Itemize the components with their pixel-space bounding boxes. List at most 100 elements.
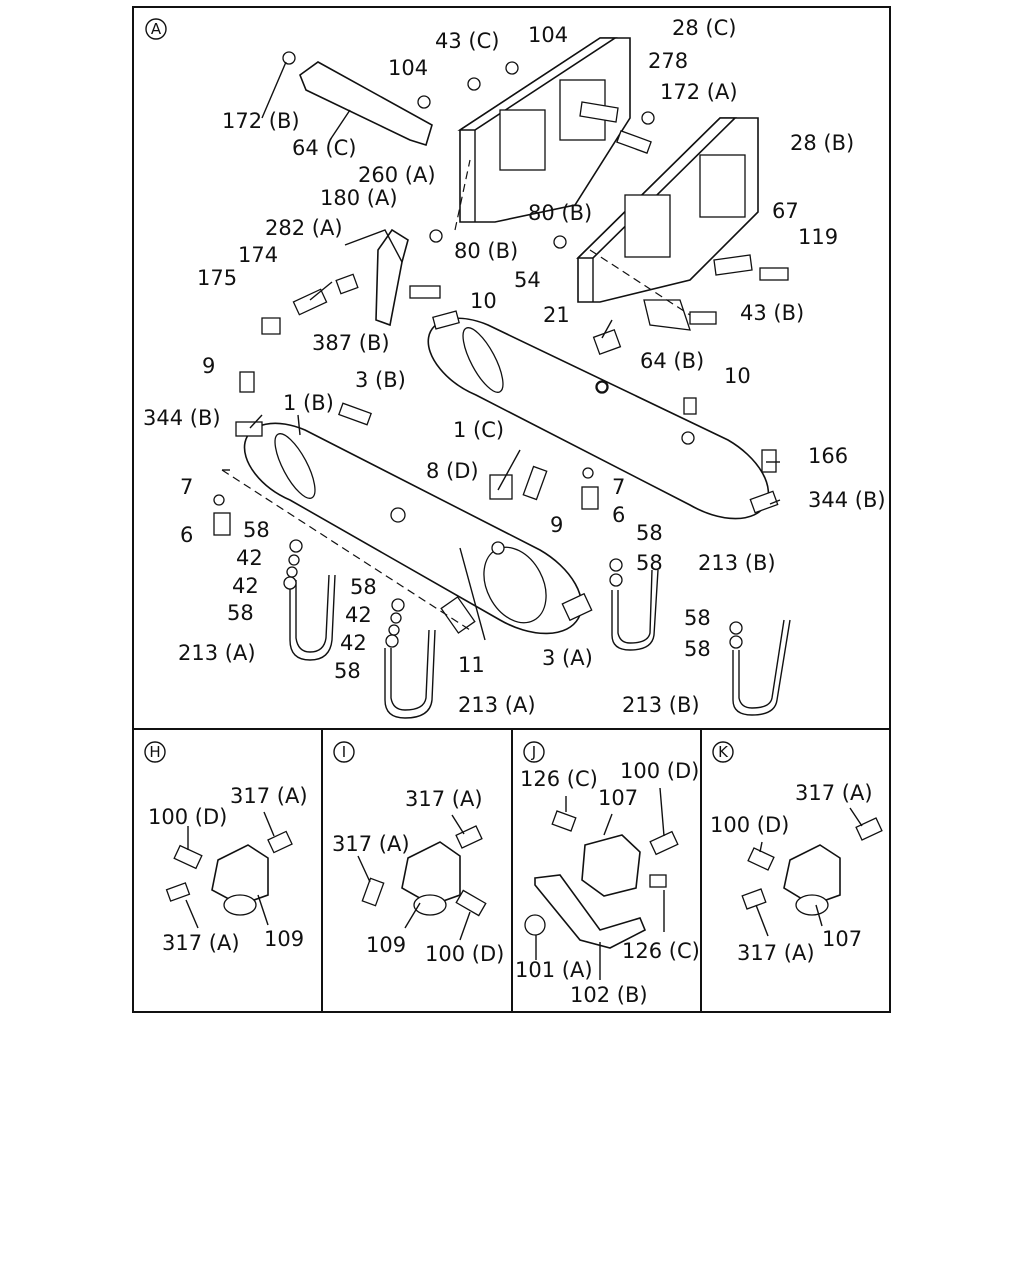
callout: 172 (B)	[222, 109, 300, 133]
callout: 58	[243, 518, 270, 542]
nuts-washers	[213, 61, 743, 649]
callout: 58	[684, 606, 711, 630]
valve-107-k	[741, 817, 883, 916]
callout: 260 (A)	[358, 163, 436, 187]
callout: 58	[636, 551, 663, 575]
panel-mark-j: J	[531, 743, 536, 761]
panel-mark-a: A	[151, 20, 162, 38]
callout: 80 (B)	[454, 239, 518, 263]
callout: 42	[236, 546, 263, 570]
valve-109-h	[165, 830, 293, 916]
callout: 213 (B)	[622, 693, 700, 717]
panel-frames	[132, 6, 891, 1013]
callout: 58	[636, 521, 663, 545]
callout: 100 (D)	[148, 805, 227, 829]
fittings-main	[213, 328, 779, 634]
callout: 175	[197, 266, 237, 290]
callout: 28 (C)	[672, 16, 736, 40]
callout: 213 (A)	[178, 641, 256, 665]
callout: 9	[550, 513, 563, 537]
callout: 58	[350, 575, 377, 599]
callout: 317 (A)	[332, 832, 410, 856]
leader-lines-sub	[185, 787, 863, 980]
callout: 126 (C)	[520, 767, 598, 791]
callout: 107	[598, 786, 638, 810]
panel-mark-k: K	[718, 743, 729, 761]
callout: 100 (D)	[620, 759, 699, 783]
callout: 11	[458, 653, 485, 677]
callout: 42	[232, 574, 259, 598]
callout: 1 (B)	[283, 391, 334, 415]
bracket-387b	[344, 228, 409, 327]
drain-valve-174	[261, 273, 359, 335]
callouts-panel-h: 317 (A) 100 (D) 317 (A) 109	[148, 784, 308, 955]
callout: 54	[514, 268, 541, 292]
callout: 67	[772, 199, 799, 223]
valve-107-j	[524, 810, 679, 949]
callout: 101 (A)	[515, 958, 593, 982]
bracket-28b	[576, 117, 759, 303]
callout: 213 (B)	[698, 551, 776, 575]
callout: 344 (B)	[808, 488, 886, 512]
callout: 119	[798, 225, 838, 249]
strap-64c	[282, 51, 433, 147]
callout: 213 (A)	[458, 693, 536, 717]
callout: 100 (D)	[710, 813, 789, 837]
callout: 6	[180, 523, 193, 547]
u-bolts	[289, 569, 791, 719]
callout: 42	[345, 603, 372, 627]
callout: 80 (B)	[528, 201, 592, 225]
callout: 282 (A)	[265, 216, 343, 240]
callout: 9	[202, 354, 215, 378]
callout: 109	[264, 927, 304, 951]
tank-1b	[243, 422, 583, 635]
callout: 172 (A)	[660, 80, 738, 104]
callout: 64 (B)	[640, 349, 704, 373]
callout: 344 (B)	[143, 406, 221, 430]
callout: 58	[684, 637, 711, 661]
callout: 104	[528, 23, 568, 47]
callout: 3 (B)	[355, 368, 406, 392]
callout: 278	[648, 49, 688, 73]
callout: 7	[180, 475, 193, 499]
callout: 317 (A)	[162, 931, 240, 955]
callout: 7	[612, 475, 625, 499]
callout: 8 (D)	[426, 459, 479, 483]
bracket-28c	[457, 37, 631, 223]
callout: 180 (A)	[320, 186, 398, 210]
callout: 126 (C)	[622, 939, 700, 963]
panel-mark-i: I	[342, 743, 346, 761]
valve-109-i	[361, 825, 487, 917]
bolts-main	[409, 101, 789, 331]
callout: 21	[543, 303, 570, 327]
callouts-panel-j: 126 (C) 100 (D) 107 126 (C) 101 (A) 102 …	[515, 759, 700, 1007]
callout: 58	[334, 659, 361, 683]
callout: 6	[612, 503, 625, 527]
callout: 166	[808, 444, 848, 468]
callouts-panel-a: 43 (C) 104 28 (C) 104 278 172 (A) 172 (B…	[143, 16, 886, 717]
panel-marks: A H I J K	[144, 18, 734, 763]
callout: 104	[388, 56, 428, 80]
callout: 107	[822, 927, 862, 951]
callout: 317 (A)	[737, 941, 815, 965]
callout: 43 (B)	[740, 301, 804, 325]
callout: 317 (A)	[795, 781, 873, 805]
callouts-panel-k: 317 (A) 100 (D) 317 (A) 107	[710, 781, 873, 965]
callout: 28 (B)	[790, 131, 854, 155]
panel-mark-h: H	[149, 743, 160, 761]
callout: 317 (A)	[405, 787, 483, 811]
callout: 109	[366, 933, 406, 957]
callout: 3 (A)	[542, 646, 593, 670]
callout: 58	[227, 601, 254, 625]
callout: 100 (D)	[425, 942, 504, 966]
callout: 102 (B)	[570, 983, 648, 1007]
leader-lines-main	[221, 61, 781, 641]
callout: 10	[470, 289, 497, 313]
callout: 387 (B)	[312, 331, 390, 355]
callout: 64 (C)	[292, 136, 356, 160]
callout: 174	[238, 243, 278, 267]
callout: 10	[724, 364, 751, 388]
callout: 43 (C)	[435, 29, 499, 53]
callout: 1 (C)	[453, 418, 504, 442]
